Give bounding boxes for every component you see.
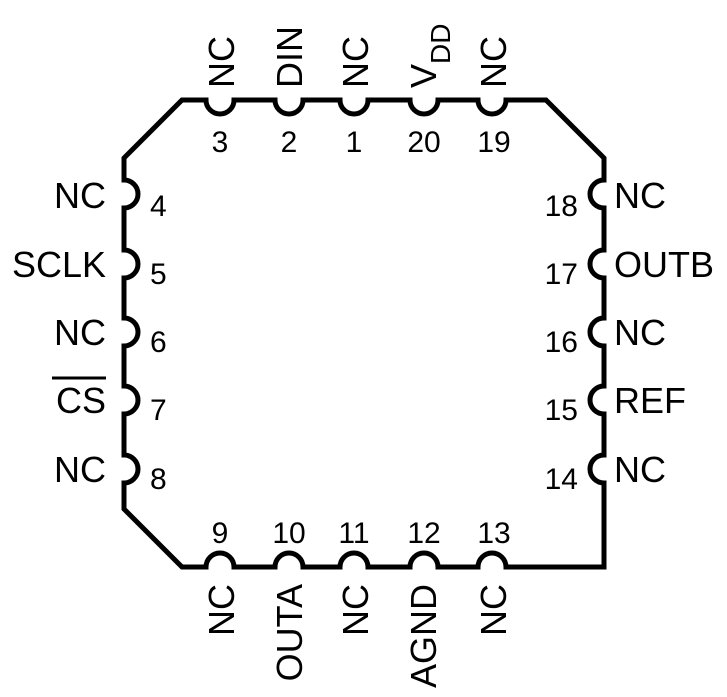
pin-name-1: NC [335, 36, 376, 88]
pin-number-17: 17 [545, 258, 578, 291]
pin-name-20-main: V [403, 64, 444, 88]
pin-name-13: NC [473, 584, 514, 636]
pin-name-19: NC [473, 36, 514, 88]
pin-name-20: VDD [403, 24, 456, 88]
pin-name-18: NC [614, 175, 666, 216]
pin-number-4: 4 [150, 190, 167, 223]
pin-number-12: 12 [407, 517, 440, 550]
pin-name-12: AGND [403, 584, 444, 688]
pin-number-1: 1 [346, 126, 363, 159]
pin-name-4: NC [54, 175, 106, 216]
pin-number-19: 19 [477, 126, 510, 159]
pin-name-2: DIN [269, 26, 310, 88]
pin-name-20-subscript: DD [425, 24, 456, 64]
pin-name-3: NC [201, 36, 242, 88]
pin-number-10: 10 [272, 517, 305, 550]
pin-number-16: 16 [545, 326, 578, 359]
pin-name-8: NC [54, 449, 106, 490]
pin-number-3: 3 [212, 126, 229, 159]
package-outline [121, 97, 607, 570]
pin-name-5: SCLK [12, 244, 106, 285]
pin-number-20: 20 [407, 126, 440, 159]
pin-number-15: 15 [545, 394, 578, 427]
pin-name-9: NC [201, 584, 242, 636]
pin-name-14: NC [614, 449, 666, 490]
pin-name-6: NC [54, 312, 106, 353]
pin-name-15: REF [614, 380, 686, 421]
pin-name-10: OUTA [269, 584, 310, 681]
pin-name-7: CS [56, 380, 106, 421]
pin-number-6: 6 [150, 326, 167, 359]
pin-number-9: 9 [212, 517, 229, 550]
pin-number-13: 13 [477, 517, 510, 550]
pin-number-2: 2 [281, 126, 298, 159]
pin-name-17: OUTB [614, 244, 714, 285]
pin-name-11: NC [335, 584, 376, 636]
pin-number-11: 11 [338, 517, 369, 550]
pin-number-5: 5 [150, 258, 167, 291]
pin-number-14: 14 [545, 463, 578, 496]
pin-number-18: 18 [545, 190, 578, 223]
pin-number-8: 8 [150, 463, 167, 496]
pin-number-7: 7 [150, 394, 167, 427]
pin-name-16: NC [614, 312, 666, 353]
